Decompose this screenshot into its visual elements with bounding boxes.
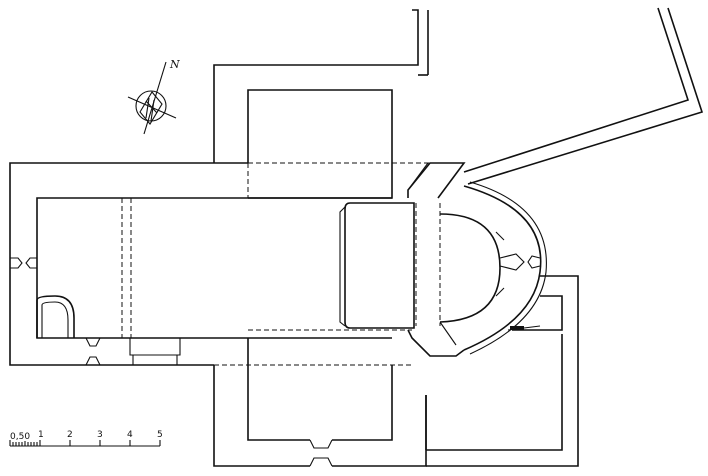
dashed-vault-lines — [121, 162, 464, 366]
nave-walls — [9, 162, 248, 366]
south-transept — [213, 338, 427, 467]
scale-label-3: 3 — [97, 430, 103, 440]
scale-label-4: 4 — [127, 430, 133, 440]
north-arrow: N — [127, 58, 180, 135]
apse — [339, 181, 547, 357]
north-letter: N — [169, 58, 180, 71]
scale-label-2: 2 — [67, 430, 73, 440]
scale-bar: 0,50 1 2 3 4 5 — [9, 430, 163, 447]
north-transept — [213, 9, 429, 163]
northeast-wall — [463, 7, 704, 185]
scale-label-0-50: 0,50 — [10, 432, 30, 442]
scale-label-1: 1 — [38, 430, 44, 440]
crossing-walls — [248, 162, 466, 339]
southeast-annex — [425, 275, 579, 467]
scale-label-5: 5 — [157, 430, 163, 440]
south-wall — [85, 337, 248, 366]
